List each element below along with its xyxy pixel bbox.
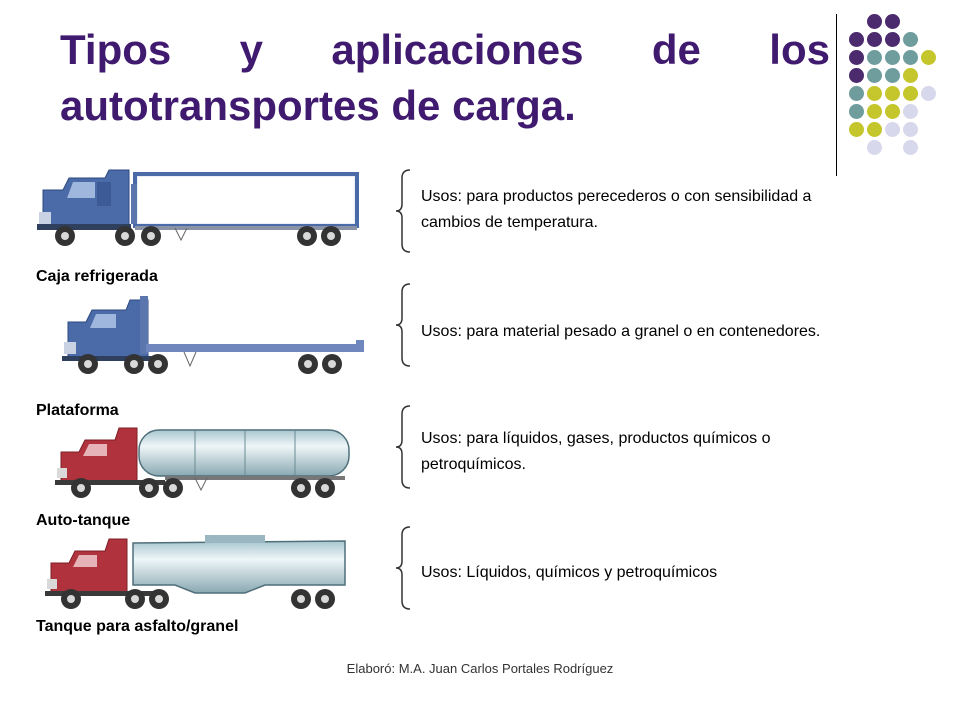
decorative-dot [867,122,882,137]
decorative-dot [867,32,882,47]
tanker-truck-icon [55,427,350,498]
truck-type-label: Plataforma [36,402,119,419]
decorative-dot [921,50,936,65]
decorative-dot [903,32,918,47]
decorative-dot [849,50,864,65]
decorative-dot [903,122,918,137]
decorative-dot [867,68,882,83]
decorative-dot [867,86,882,101]
slide-footer: Elaboró: M.A. Juan Carlos Portales Rodrí… [346,661,614,676]
decorative-dot [903,68,918,83]
decorative-dot [849,86,864,101]
decorative-dot [849,104,864,119]
truck-type-label: Tanque para asfalto/granel [36,618,239,635]
truck-uses-text: Usos: para productos perecederos o con s… [421,188,812,231]
decorative-dot [849,122,864,137]
truck-uses-text: Usos: para material pesado a granel o en… [421,323,821,340]
decorative-dot [885,68,900,83]
slide-title: Tipos y aplicaciones de los autotranspor… [60,26,830,129]
decorative-dot [903,140,918,155]
decorative-dot [849,68,864,83]
decorative-dot [885,50,900,65]
refrigerated-truck-icon [37,169,359,246]
decorative-dot [867,14,882,29]
decorative-dot-grid [846,14,956,155]
left-brace [395,526,411,610]
left-brace [395,405,411,489]
decorative-dot [885,32,900,47]
truck-type-label: Auto-tanque [36,512,131,529]
decorative-dot [849,32,864,47]
truck-uses-text: Usos: Líquidos, químicos y petroquímicos [421,564,718,581]
decorative-dot [885,86,900,101]
decorative-dot [867,104,882,119]
truck-uses-text: Usos: para líquidos, gases, productos qu… [421,430,771,473]
flatbed-truck-icon [62,296,364,374]
decorative-dot [867,140,882,155]
decorative-dot [885,122,900,137]
asphalt-tanker-truck-icon [45,535,346,609]
truck-type-label: Caja refrigerada [36,268,158,285]
decorative-dot [903,86,918,101]
decorative-dot [903,50,918,65]
left-brace [395,283,411,367]
decorative-dot [867,50,882,65]
divider-line [836,14,837,176]
decorative-dot [921,86,936,101]
decorative-dot [885,14,900,29]
decorative-dot [885,104,900,119]
left-brace [395,169,411,253]
decorative-dot [903,104,918,119]
